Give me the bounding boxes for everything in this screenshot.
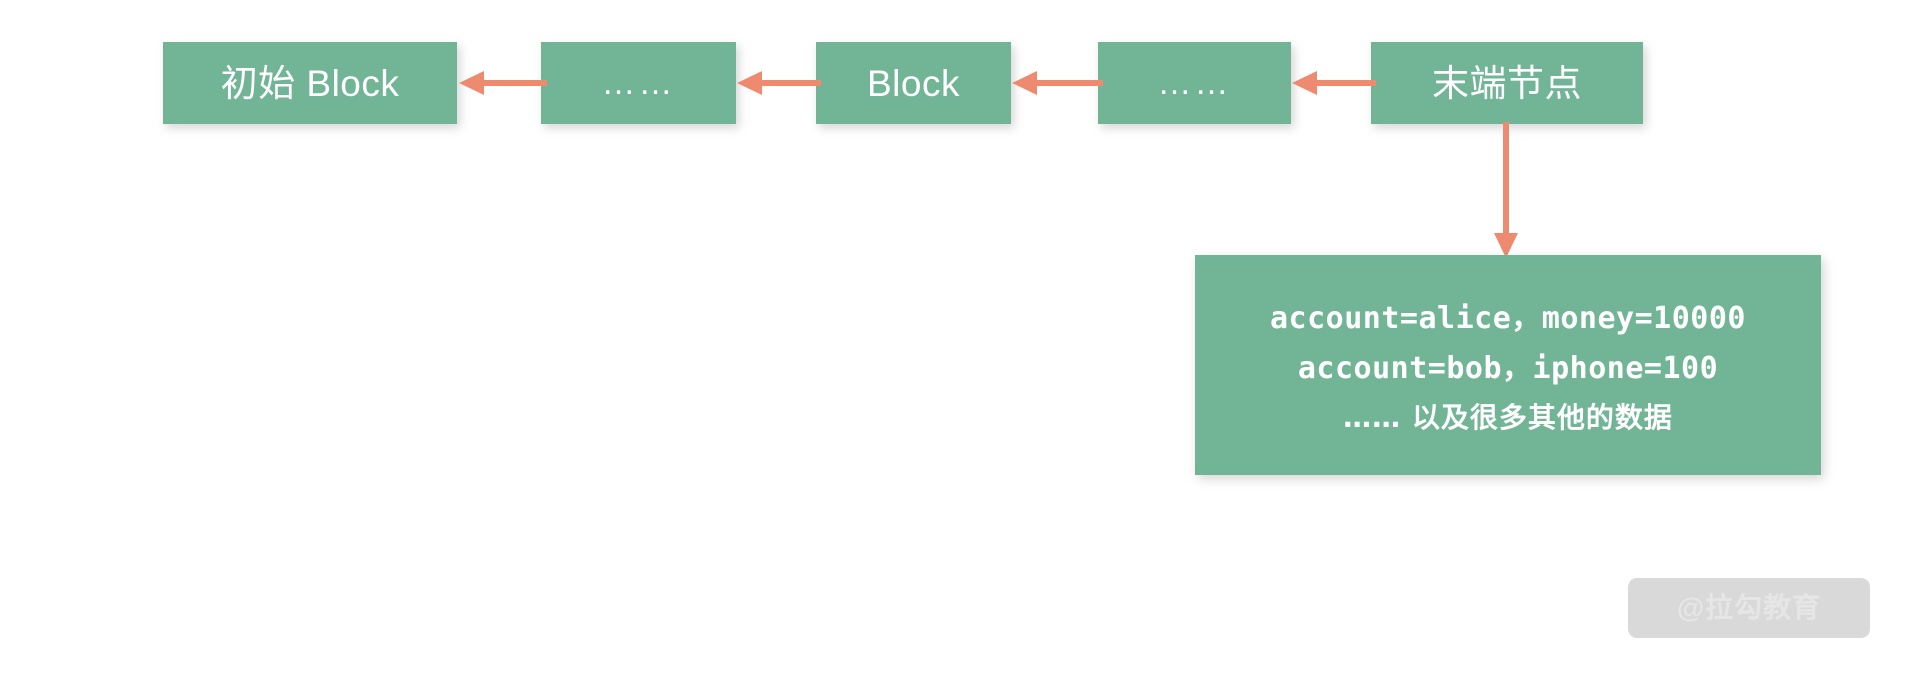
node-tail-terminal-label: 末端节点	[1432, 62, 1582, 104]
node-genesis-block: 初始 Block	[163, 42, 457, 124]
arrow-left-icon-4	[1288, 68, 1376, 98]
arrow-left-icon-2	[733, 68, 821, 98]
data-line-2: account=bob，iphone=100	[1297, 351, 1719, 386]
node-block: Block	[816, 42, 1011, 124]
node-ellipsis-1-label: ……	[601, 64, 676, 102]
node-genesis-block-label: 初始 Block	[220, 62, 400, 104]
arrow-left-icon-3	[1008, 68, 1103, 98]
watermark-badge: @拉勾教育	[1628, 578, 1870, 638]
data-line-3: …… 以及很多其他的数据	[1343, 401, 1673, 434]
node-ellipsis-2: ……	[1098, 42, 1291, 124]
watermark-label: @拉勾教育	[1676, 592, 1822, 623]
data-line-1: account=alice，money=10000	[1270, 301, 1746, 336]
node-ellipsis-2-label: ……	[1157, 64, 1232, 102]
node-tail-terminal: 末端节点	[1371, 42, 1643, 124]
node-block-label: Block	[867, 62, 960, 104]
node-ellipsis-1: ……	[541, 42, 736, 124]
data-payload-box: account=alice，money=10000 account=bob，ip…	[1195, 255, 1821, 475]
arrow-down-icon	[1493, 122, 1519, 262]
arrow-left-icon-1	[455, 68, 547, 98]
